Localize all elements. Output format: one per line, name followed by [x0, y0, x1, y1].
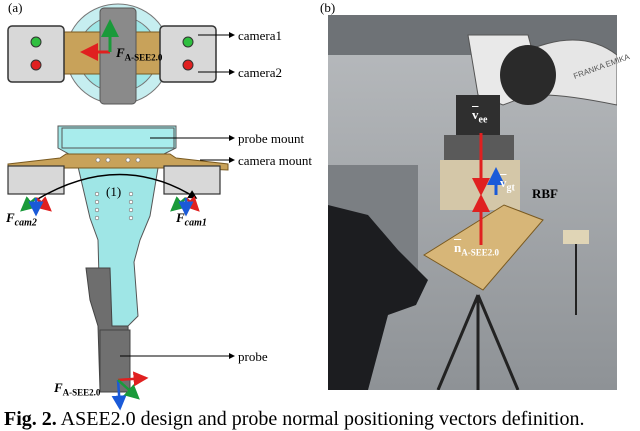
label-camera2: camera2 — [238, 65, 283, 80]
top-view-assembly — [7, 3, 235, 105]
label-v-gt: vgt — [500, 175, 515, 194]
label-frame-cam1: Fcam1 — [176, 210, 207, 229]
label-frame-bottom: FA-SEE2.0 — [54, 380, 101, 398]
label-n: nA-SEE2.0 — [454, 240, 499, 258]
label-camera1: camera1 — [238, 28, 283, 43]
robot-photo-illustration — [328, 15, 617, 390]
panel-label-b: (b) — [320, 0, 336, 15]
panel-label-a: (a) — [8, 0, 23, 15]
label-camera-mount: camera mount — [238, 153, 312, 168]
label-frame-cam2: Fcam2 — [6, 210, 37, 229]
label-v-ee: vee — [472, 107, 488, 126]
label-probe-mount: probe mount — [238, 131, 305, 146]
side-view-assembly — [7, 125, 235, 411]
robot-photo — [328, 15, 617, 390]
figure-caption: Fig. 2. ASEE2.0 design and probe normal … — [4, 408, 585, 430]
label-rbf: RBF — [532, 186, 558, 201]
label-transform-index: (1) — [106, 184, 122, 199]
label-probe: probe — [238, 349, 268, 364]
label-frame-top: FA-SEE2.0 — [116, 45, 163, 63]
